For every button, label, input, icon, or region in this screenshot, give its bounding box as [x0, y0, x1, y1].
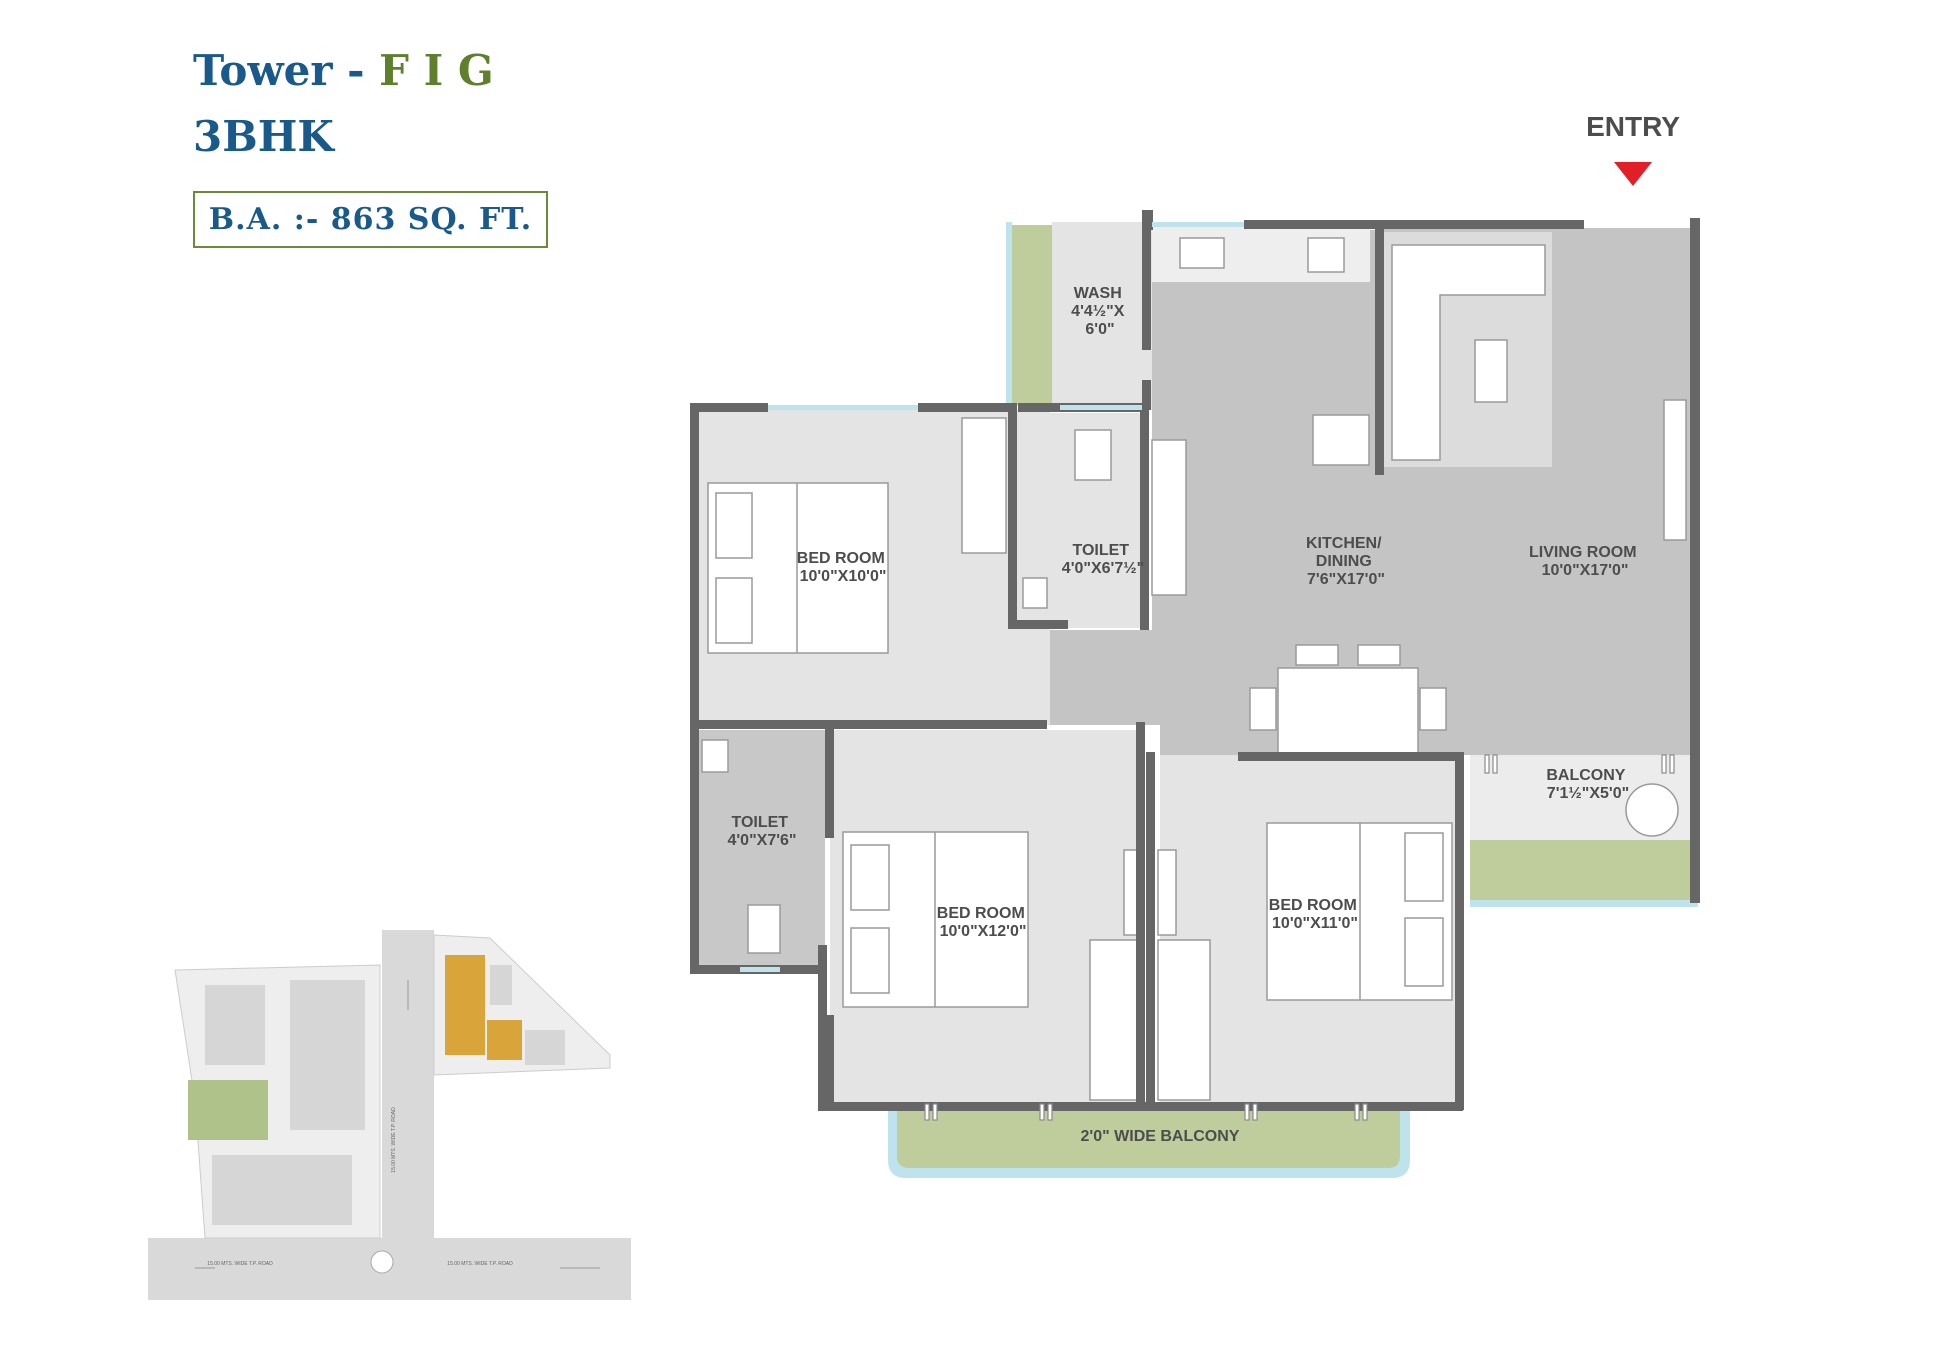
wide-balcony-floor [897, 1110, 1400, 1168]
road-label-vertical: 15.00 MTS. WIDE T.P. ROAD [391, 1107, 397, 1173]
bed2-label: BED ROOM 10'0"X12'0" [937, 905, 1029, 940]
bed3-wardrobe [1157, 939, 1211, 1101]
tv-unit [1663, 399, 1687, 541]
highlight-tower [445, 955, 485, 1055]
tower-block [212, 1155, 352, 1225]
furniture [701, 237, 1687, 1101]
road-label-left: 15.00 MTS. WIDE T.P. ROAD [207, 1261, 273, 1267]
site-key-plan: 15.00 MTS. WIDE T.P. ROAD 15.00 MTS. WID… [148, 930, 631, 1300]
walls [690, 210, 1700, 1111]
balcony-table [1625, 783, 1679, 837]
bed1-wardrobe [961, 417, 1007, 554]
bed3-label: BED ROOM 10'0"X11'0" [1269, 897, 1361, 932]
entry-label: ENTRY [1586, 111, 1680, 142]
wc2-icon [747, 904, 781, 954]
vertical-road [382, 930, 434, 1240]
hob-icon [1307, 237, 1345, 273]
bed2-wardrobe [1089, 939, 1143, 1101]
highlight-tower [487, 1020, 522, 1060]
windows [740, 222, 1244, 972]
wash-floor [1052, 222, 1152, 410]
wash-planter [1010, 225, 1052, 405]
built-area-box: B.A. :- 863 SQ. FT. [193, 191, 548, 248]
kitchen-platform [1151, 439, 1187, 596]
living-label: LIVING ROOM 10'0"X17'0" [1529, 544, 1641, 579]
built-area-label: B.A. :- 863 SQ. FT. [208, 202, 533, 237]
garden-area [188, 1080, 268, 1140]
entry-arrow-icon [1614, 162, 1652, 186]
unit-type: 3BHK [193, 112, 334, 161]
toilet1-label: TOILET 4'0"X6'7½" [1062, 542, 1144, 577]
bed1-label: BED ROOM 10'0"X10'0" [797, 550, 889, 585]
sink-icon [1179, 237, 1225, 269]
wide-balcony-label: 2'0" WIDE BALCONY [1081, 1128, 1240, 1145]
wc-icon [1074, 429, 1112, 481]
toilet2-label: TOILET 4'0"X7'6" [727, 814, 796, 849]
balcony-label: BALCONY 7'1½"X5'0" [1546, 767, 1629, 802]
roundabout [370, 1250, 394, 1274]
road-label-right: 15.00 MTS. WIDE T.P. ROAD [447, 1261, 513, 1267]
railing-posts [924, 754, 1675, 1121]
coffee-table [1474, 339, 1508, 403]
tower-prefix: Tower - [193, 46, 380, 95]
tower-title: Tower - F I G [193, 46, 494, 95]
kitchen-label: KITCHEN/ DINING 7'6"X17'0" [1306, 535, 1386, 588]
wash-label: WASH 4'4½"X 6'0" [1071, 285, 1129, 338]
dining-table [1277, 667, 1419, 754]
room-labels: WASH 4'4½"X 6'0" TOILET 4'0"X6'7½" BED R… [727, 285, 1641, 1145]
fridge-icon [1312, 414, 1370, 466]
basin-icon [1022, 577, 1048, 609]
tower-block [290, 980, 365, 1130]
tower-block [205, 985, 265, 1065]
tower-blocks: F I G [379, 46, 494, 95]
sofa-icon [1391, 244, 1546, 461]
balcony-planter [1470, 840, 1698, 900]
